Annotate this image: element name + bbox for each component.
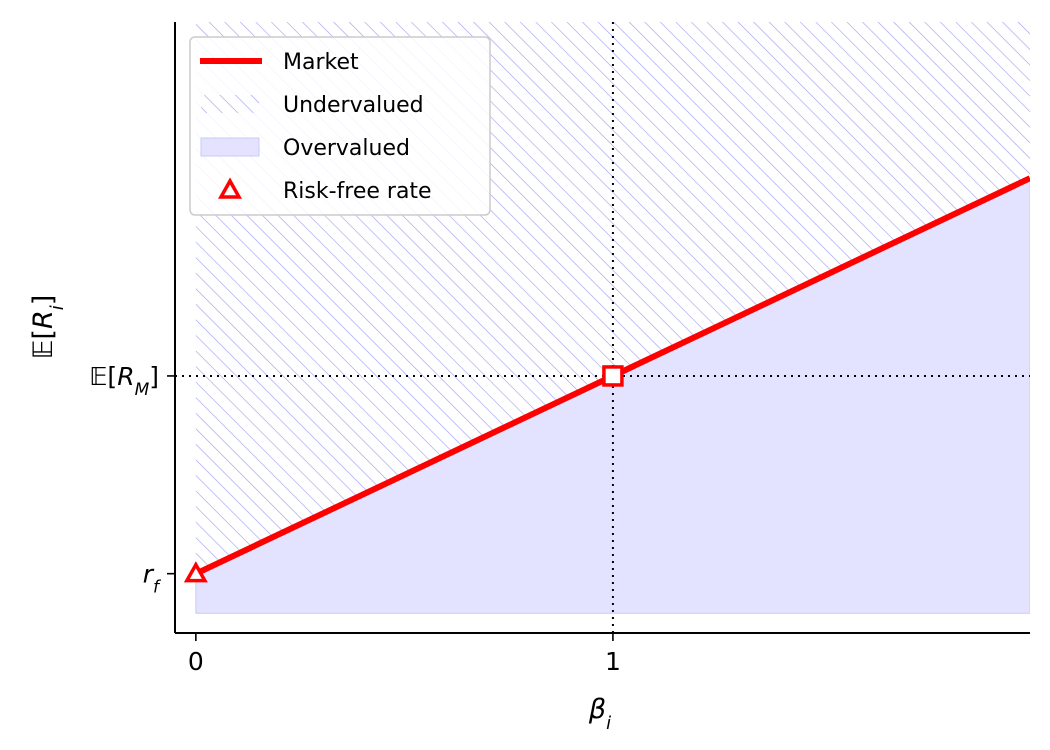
y-tick-label: 𝔼[RM]	[89, 362, 159, 400]
points-layer	[183, 365, 624, 583]
legend-label: Undervalued	[283, 93, 424, 118]
y-tick-label: rf	[143, 560, 162, 598]
y-ticks: rf 𝔼[RM]	[89, 362, 175, 598]
x-axis-title: βi	[588, 694, 611, 734]
market-portfolio-marker	[602, 365, 624, 387]
legend-label: Risk-free rate	[283, 179, 432, 204]
legend-overvalued-swatch	[200, 137, 260, 157]
x-tick-label: 1	[605, 647, 621, 676]
risk-free-rate-marker	[183, 561, 208, 583]
legend-risk-free-swatch	[218, 177, 242, 199]
legend-label: Market	[283, 50, 359, 75]
y-axis-title: 𝔼[Ri]	[28, 295, 68, 360]
legend-undervalued-swatch	[201, 95, 259, 113]
legend-box	[189, 36, 491, 216]
x-tick-label: 0	[188, 647, 204, 676]
legend-label: Overvalued	[283, 136, 410, 161]
